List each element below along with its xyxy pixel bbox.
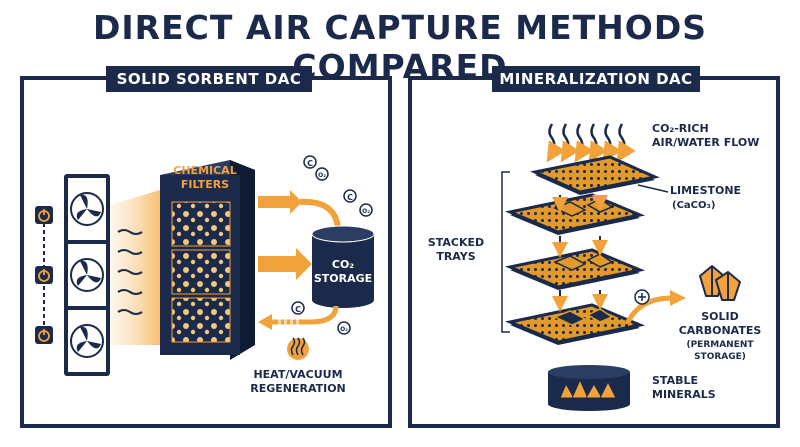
crystal-icon [699, 265, 741, 301]
mineralization-heading: MINERALIZATION DAC [492, 66, 700, 92]
co2-molecules: C O₂ C O₂ C O₂ [291, 155, 373, 335]
tray [504, 303, 646, 345]
airflow-beam [110, 190, 160, 345]
regeneration-return-arrow [258, 305, 339, 330]
trays-bracket [501, 171, 510, 333]
molecule-o2: O₂ [318, 172, 326, 179]
molecule-c: C [295, 305, 301, 314]
carbonate-output-arrow [625, 289, 686, 324]
solid-sorbent-panel: SOLID SORBENT DAC [20, 66, 392, 428]
storage-label-line1: CO₂ [332, 258, 354, 271]
molecule-c: C [347, 193, 353, 202]
heat-icon [287, 337, 309, 360]
mineralization-panel: MINERALIZATION DAC [408, 66, 780, 428]
page-title: DIRECT AIR CAPTURE METHODS COMPARED [93, 8, 707, 86]
carbonates-label-line2: CARBONATES [679, 324, 762, 337]
tray [530, 155, 660, 195]
solid-sorbent-heading: SOLID SORBENT DAC [106, 66, 312, 92]
carbonates-label-line1: SOLID [701, 310, 739, 323]
fan-array [64, 174, 110, 376]
tray [504, 193, 646, 235]
fan-icon [64, 306, 110, 376]
regen-label-line2: REGENERATION [250, 382, 346, 395]
trays-label-line2: TRAYS [436, 250, 475, 263]
minerals-label-line1: STABLE [652, 374, 698, 387]
mineral-container [548, 365, 630, 411]
chemical-filter-unit: CHEMICAL FILTERS [160, 160, 255, 360]
limestone-leader [637, 184, 669, 193]
limestone-label-line1: LIMESTONE [670, 184, 741, 197]
power-icon [35, 326, 53, 344]
molecule-o2: O₂ [340, 326, 348, 333]
filter-label-line1: CHEMICAL [173, 164, 236, 177]
trays-label-line1: STACKED [428, 236, 484, 249]
fan-icon [64, 240, 110, 310]
fan-power-controls [35, 206, 53, 344]
flow-label-line2: AIR/WATER FLOW [652, 136, 759, 149]
storage-label-line2: STORAGE [314, 272, 372, 285]
molecule-o2: O₂ [362, 208, 370, 215]
co2-storage-tank: CO₂ STORAGE [311, 225, 375, 308]
power-icon [35, 266, 53, 284]
permanent-label-line2: STORAGE) [694, 352, 746, 362]
permanent-label-line1: (PERMANENT [686, 340, 754, 350]
molecule-c: C [307, 159, 313, 168]
fan-icon [64, 174, 110, 244]
stacked-trays [504, 155, 660, 345]
filter-label-line2: FILTERS [181, 178, 229, 191]
flow-label-line1: CO₂-RICH [652, 122, 709, 135]
regen-label-line1: HEAT/VACUUM [253, 368, 342, 381]
minerals-label-line2: MINERALS [652, 388, 716, 401]
limestone-label-line2: (CaCO₃) [672, 200, 715, 211]
airflow-lines [117, 229, 143, 315]
tray [504, 248, 646, 290]
power-icon [35, 206, 53, 224]
flow-arrows [546, 123, 636, 163]
